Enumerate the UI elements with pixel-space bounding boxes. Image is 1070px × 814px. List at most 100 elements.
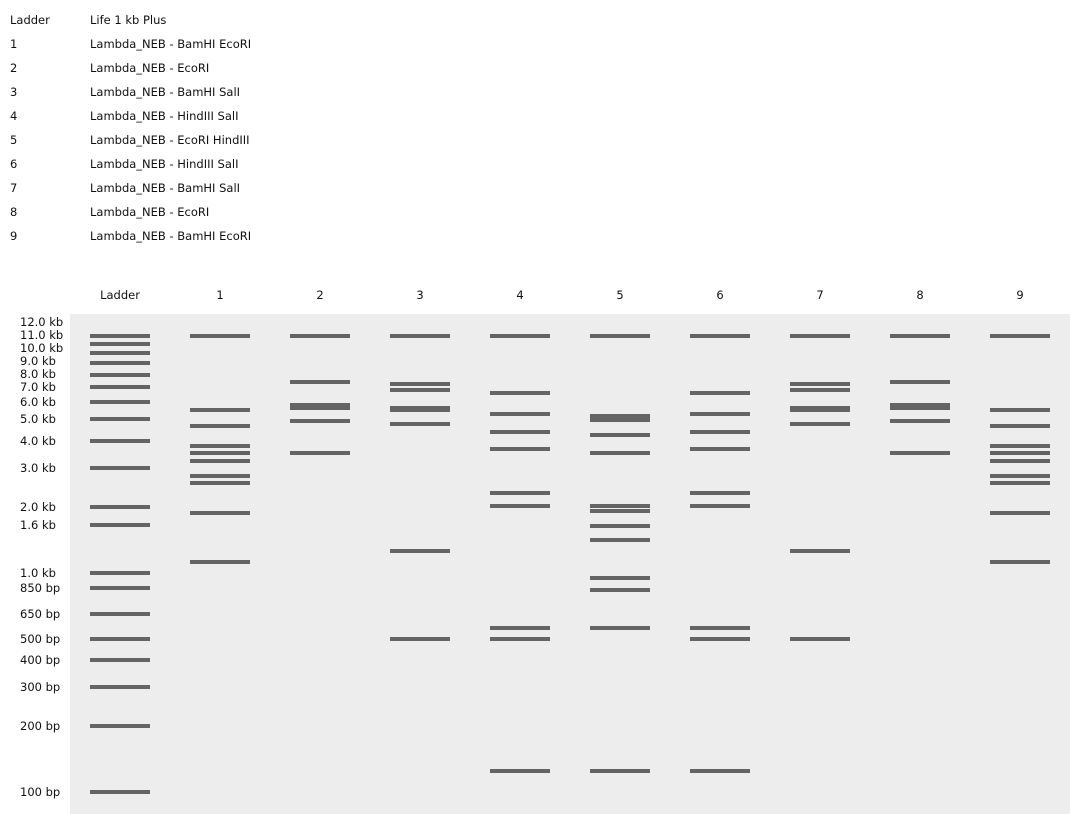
band bbox=[690, 430, 750, 434]
band bbox=[590, 524, 650, 528]
ladder-size-label: 850 bp bbox=[20, 581, 61, 595]
lane-label: 2 bbox=[316, 288, 324, 302]
band bbox=[290, 380, 350, 384]
band bbox=[790, 334, 850, 338]
ladder-size-label: 1.0 kb bbox=[20, 566, 56, 580]
band bbox=[90, 417, 150, 421]
band bbox=[390, 637, 450, 641]
band bbox=[190, 408, 250, 412]
ladder-size-label: 12.0 kb bbox=[20, 315, 64, 329]
ladder-size-label: 9.0 kb bbox=[20, 354, 56, 368]
ladder-size-label: 10.0 kb bbox=[20, 341, 64, 355]
band bbox=[590, 451, 650, 455]
band bbox=[490, 491, 550, 495]
band bbox=[90, 637, 150, 641]
band bbox=[190, 511, 250, 515]
ladder-size-label: 3.0 kb bbox=[20, 461, 56, 475]
ladder-size-label: 200 bp bbox=[20, 719, 61, 733]
legend-lane-id: 3 bbox=[10, 85, 18, 99]
band bbox=[690, 491, 750, 495]
band bbox=[990, 334, 1050, 338]
band bbox=[490, 637, 550, 641]
band bbox=[390, 408, 450, 412]
band bbox=[290, 403, 350, 407]
band bbox=[790, 637, 850, 641]
ladder-size-label: 650 bp bbox=[20, 607, 61, 621]
band bbox=[890, 403, 950, 407]
ladder-size-label: 6.0 kb bbox=[20, 395, 56, 409]
band bbox=[690, 504, 750, 508]
lane-label: 7 bbox=[816, 288, 824, 302]
band bbox=[90, 685, 150, 689]
band bbox=[490, 430, 550, 434]
band bbox=[690, 447, 750, 451]
band bbox=[390, 334, 450, 338]
ladder-size-label: 7.0 kb bbox=[20, 380, 56, 394]
band bbox=[90, 724, 150, 728]
band bbox=[990, 424, 1050, 428]
band bbox=[290, 451, 350, 455]
legend-lane-id: 6 bbox=[10, 157, 18, 171]
legend-sample-name: Lambda_NEB - BamHI EcoRI bbox=[90, 229, 252, 243]
legend-sample-name: Lambda_NEB - BamHI SalI bbox=[90, 85, 241, 99]
ladder-size-label: 500 bp bbox=[20, 632, 61, 646]
band bbox=[890, 380, 950, 384]
ladder-size-label: 100 bp bbox=[20, 785, 61, 799]
band bbox=[990, 560, 1050, 564]
ladder-size-label: 300 bp bbox=[20, 680, 61, 694]
ladder-size-label: 5.0 kb bbox=[20, 412, 56, 426]
band bbox=[490, 391, 550, 395]
band bbox=[690, 391, 750, 395]
band bbox=[490, 412, 550, 416]
legend-lane-id: 8 bbox=[10, 205, 18, 219]
band bbox=[290, 406, 350, 410]
band bbox=[290, 334, 350, 338]
band bbox=[590, 414, 650, 418]
band bbox=[490, 626, 550, 630]
band bbox=[990, 481, 1050, 485]
band bbox=[90, 400, 150, 404]
band bbox=[890, 419, 950, 423]
lane-label: 4 bbox=[516, 288, 524, 302]
legend-sample-name: Lambda_NEB - BamHI EcoRI bbox=[90, 37, 252, 51]
band bbox=[190, 560, 250, 564]
band bbox=[990, 444, 1050, 448]
band bbox=[90, 385, 150, 389]
legend-lane-id: Ladder bbox=[10, 13, 50, 27]
band bbox=[590, 538, 650, 542]
band bbox=[790, 408, 850, 412]
gel-image bbox=[70, 314, 1070, 814]
band bbox=[690, 626, 750, 630]
band bbox=[90, 351, 150, 355]
band bbox=[190, 444, 250, 448]
band bbox=[590, 433, 650, 437]
band bbox=[90, 571, 150, 575]
ladder-size-label: 2.0 kb bbox=[20, 500, 56, 514]
band bbox=[190, 481, 250, 485]
ladder-size-label: 400 bp bbox=[20, 653, 61, 667]
band bbox=[390, 382, 450, 386]
legend-lane-id: 4 bbox=[10, 109, 18, 123]
band bbox=[90, 505, 150, 509]
band bbox=[890, 334, 950, 338]
band bbox=[690, 637, 750, 641]
lane-label: 5 bbox=[616, 288, 624, 302]
band bbox=[490, 504, 550, 508]
band bbox=[490, 769, 550, 773]
band bbox=[90, 612, 150, 616]
band bbox=[90, 439, 150, 443]
band bbox=[690, 334, 750, 338]
band bbox=[590, 504, 650, 508]
legend-sample-name: Lambda_NEB - EcoRI bbox=[90, 205, 210, 219]
band bbox=[190, 474, 250, 478]
band bbox=[590, 334, 650, 338]
band bbox=[190, 334, 250, 338]
band bbox=[190, 424, 250, 428]
band bbox=[90, 361, 150, 365]
band bbox=[90, 334, 150, 338]
band bbox=[590, 769, 650, 773]
lane-label: 3 bbox=[416, 288, 424, 302]
band bbox=[390, 549, 450, 553]
band bbox=[790, 422, 850, 426]
legend-sample-name: Lambda_NEB - HindIII SalI bbox=[90, 109, 239, 123]
